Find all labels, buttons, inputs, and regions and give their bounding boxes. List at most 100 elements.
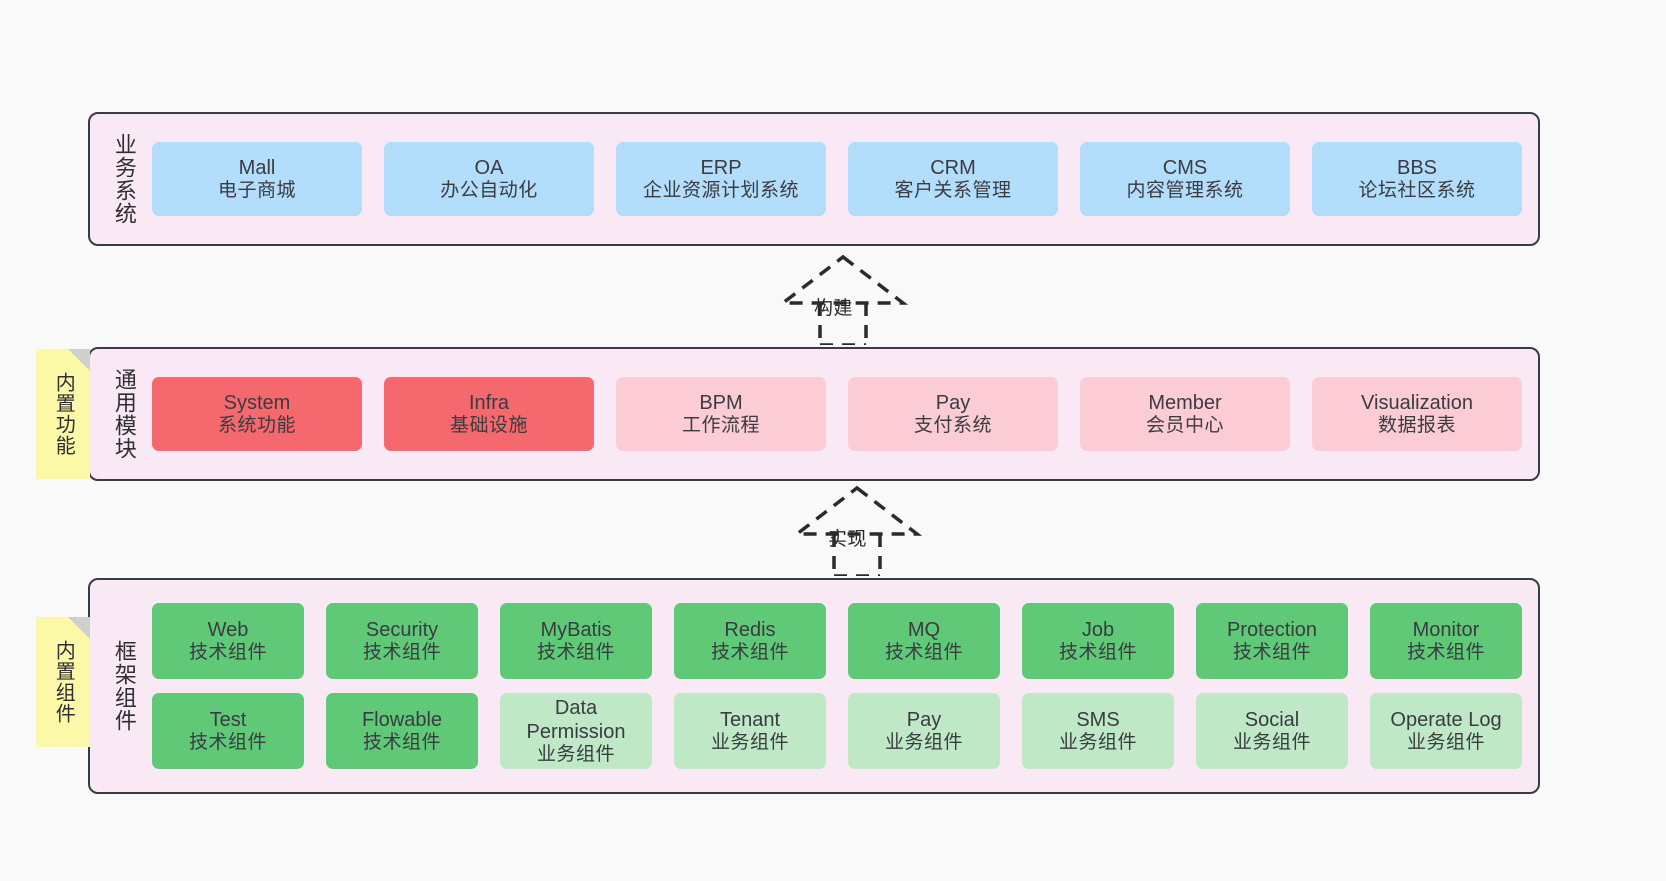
node-subtitle: 电子商城: [217, 179, 296, 201]
node-subtitle: 技术组件: [1406, 641, 1485, 663]
node-title: System: [223, 391, 291, 414]
arrow-build: 构建: [748, 253, 938, 345]
node-subtitle: 技术组件: [710, 641, 789, 663]
node-bbs[interactable]: BBS 论坛社区系统: [1312, 142, 1522, 216]
node-social[interactable]: Social 业务组件: [1196, 693, 1348, 769]
node-pay-business[interactable]: Pay 业务组件: [848, 693, 1000, 769]
node-web[interactable]: Web 技术组件: [152, 603, 304, 679]
node-redis[interactable]: Redis 技术组件: [674, 603, 826, 679]
node-subtitle: 业务组件: [884, 731, 963, 753]
node-title: Infra: [468, 391, 510, 414]
node-subtitle: 办公自动化: [440, 179, 538, 201]
layer-title-business-system: 业务系统: [111, 133, 137, 225]
arrow-label-build: 构建: [814, 298, 854, 319]
node-title: Tenant: [719, 708, 781, 731]
node-subtitle: 业务组件: [1058, 731, 1137, 753]
node-data-permission[interactable]: Data Permission 业务组件: [500, 693, 652, 769]
note-builtin-component-text: 内置组件: [52, 640, 75, 724]
node-title: MQ: [907, 618, 941, 641]
node-mall[interactable]: Mall 电子商城: [152, 142, 362, 216]
node-system[interactable]: System 系统功能: [152, 377, 362, 451]
node-title: OA: [474, 156, 504, 179]
node-title: Security: [365, 618, 439, 641]
node-subtitle: 客户关系管理: [894, 179, 1012, 201]
node-subtitle: 业务组件: [710, 731, 789, 753]
node-subtitle: 论坛社区系统: [1358, 179, 1476, 201]
node-title: Monitor: [1412, 618, 1480, 641]
layer-title-framework-component: 框架组件: [111, 640, 137, 732]
note-builtin-function-text: 内置功能: [52, 372, 75, 456]
layer-framework-component: 框架组件 Web 技术组件 Security 技术组件 MyBatis 技术组件…: [88, 578, 1540, 794]
node-title: Protection: [1226, 618, 1318, 641]
node-cms[interactable]: CMS 内容管理系统: [1080, 142, 1290, 216]
node-bpm[interactable]: BPM 工作流程: [616, 377, 826, 451]
node-subtitle: 技术组件: [362, 641, 441, 663]
node-oa[interactable]: OA 办公自动化: [384, 142, 594, 216]
node-subtitle: 工作流程: [681, 414, 760, 436]
node-subtitle: 技术组件: [1232, 641, 1311, 663]
node-visualization[interactable]: Visualization 数据报表: [1312, 377, 1522, 451]
node-monitor[interactable]: Monitor 技术组件: [1370, 603, 1522, 679]
arrow-label-implement: 实现: [828, 529, 868, 550]
node-subtitle: 技术组件: [536, 641, 615, 663]
layer-row: System 系统功能 Infra 基础设施 BPM 工作流程 Pay 支付系统…: [152, 377, 1522, 451]
node-tenant[interactable]: Tenant 业务组件: [674, 693, 826, 769]
note-builtin-component: 内置组件: [36, 617, 90, 747]
node-subtitle: 数据报表: [1377, 414, 1456, 436]
node-mq[interactable]: MQ 技术组件: [848, 603, 1000, 679]
node-title: Pay: [906, 708, 942, 731]
node-title: Operate Log: [1390, 708, 1502, 731]
arrow-implement: 实现: [762, 484, 952, 576]
layer-body-common-module: System 系统功能 Infra 基础设施 BPM 工作流程 Pay 支付系统…: [148, 377, 1538, 451]
node-title: Member: [1148, 391, 1222, 414]
node-subtitle: 基础设施: [449, 414, 528, 436]
node-pay[interactable]: Pay 支付系统: [848, 377, 1058, 451]
node-subtitle: 技术组件: [1058, 641, 1137, 663]
node-subtitle: 会员中心: [1145, 414, 1224, 436]
note-builtin-function: 内置功能: [36, 349, 90, 479]
node-title: Web: [207, 618, 249, 641]
node-title: Social: [1244, 708, 1300, 731]
layer-business-system: 业务系统 Mall 电子商城 OA 办公自动化 ERP 企业资源计划系统 CRM…: [88, 112, 1540, 246]
node-sms[interactable]: SMS 业务组件: [1022, 693, 1174, 769]
node-test[interactable]: Test 技术组件: [152, 693, 304, 769]
node-title: ERP: [700, 156, 742, 179]
node-erp[interactable]: ERP 企业资源计划系统: [616, 142, 826, 216]
node-subtitle: 技术组件: [188, 641, 267, 663]
note-fold-corner-icon: [68, 349, 90, 371]
node-crm[interactable]: CRM 客户关系管理: [848, 142, 1058, 216]
node-subtitle: 业务组件: [536, 743, 615, 765]
node-title: Test: [209, 708, 247, 731]
node-mybatis[interactable]: MyBatis 技术组件: [500, 603, 652, 679]
node-job[interactable]: Job 技术组件: [1022, 603, 1174, 679]
layer-body-framework-component: Web 技术组件 Security 技术组件 MyBatis 技术组件 Redi…: [148, 603, 1538, 769]
node-title: MyBatis: [540, 618, 612, 641]
layer-row: Mall 电子商城 OA 办公自动化 ERP 企业资源计划系统 CRM 客户关系…: [152, 142, 1522, 216]
node-security[interactable]: Security 技术组件: [326, 603, 478, 679]
node-title: Pay: [935, 391, 971, 414]
node-subtitle: 技术组件: [362, 731, 441, 753]
node-protection[interactable]: Protection 技术组件: [1196, 603, 1348, 679]
node-title: CMS: [1162, 156, 1208, 179]
node-title: BPM: [699, 391, 743, 414]
node-subtitle: 业务组件: [1232, 731, 1311, 753]
layer-common-module: 通用模块 System 系统功能 Infra 基础设施 BPM 工作流程 Pay…: [88, 347, 1540, 481]
node-flowable[interactable]: Flowable 技术组件: [326, 693, 478, 769]
node-title: BBS: [1396, 156, 1438, 179]
node-title: Mall: [238, 156, 276, 179]
node-title: Flowable: [361, 708, 443, 731]
layer-title-common-module: 通用模块: [111, 368, 137, 460]
node-title: SMS: [1076, 708, 1120, 731]
node-operate-log[interactable]: Operate Log 业务组件: [1370, 693, 1522, 769]
dashed-generalization-arrow-icon: [791, 485, 923, 576]
node-subtitle: 技术组件: [188, 731, 267, 753]
node-subtitle: 内容管理系统: [1126, 179, 1244, 201]
node-member[interactable]: Member 会员中心: [1080, 377, 1290, 451]
node-subtitle: 技术组件: [884, 641, 963, 663]
layer-row: Test 技术组件 Flowable 技术组件 Data Permission …: [152, 693, 1522, 769]
node-subtitle: 支付系统: [913, 414, 992, 436]
node-title: Data Permission: [526, 696, 626, 743]
node-title: CRM: [930, 156, 976, 179]
node-infra[interactable]: Infra 基础设施: [384, 377, 594, 451]
